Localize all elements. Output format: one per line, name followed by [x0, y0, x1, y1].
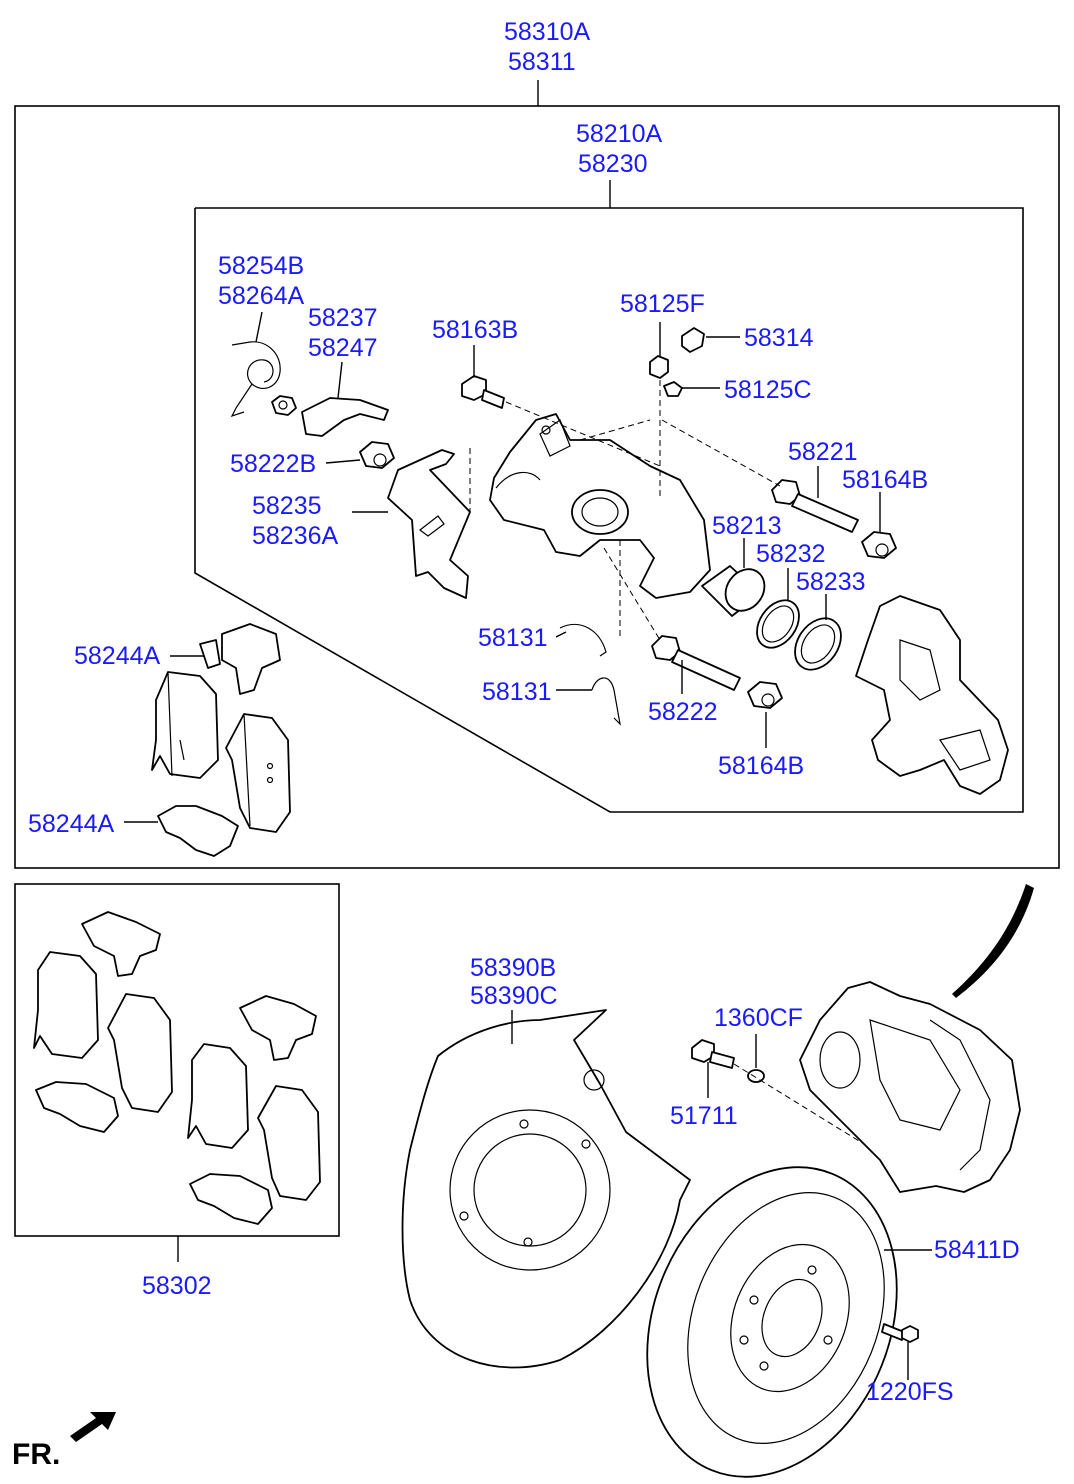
caliper-body-part: [489, 413, 711, 599]
boot-bushing-part: [325, 441, 395, 469]
pad-clip-lower: [124, 805, 239, 857]
piston-boot-part: [794, 594, 842, 671]
label-58237: 58237: [308, 304, 378, 332]
label-58236A: 58236A: [252, 522, 339, 550]
label-58244A-top: 58244A: [74, 642, 161, 670]
brake-disc-part: [646, 1166, 932, 1478]
guide-bolt-upper: [461, 345, 505, 409]
pad-kit-contents: [33, 911, 321, 1225]
label-1360CF: 1360CF: [714, 1004, 803, 1032]
label-1220FS: 1220FS: [866, 1378, 954, 1406]
label-58222B: 58222B: [230, 450, 316, 478]
label-58390B: 58390B: [470, 954, 556, 982]
anti-rattle-clip-upper: [555, 623, 607, 657]
small-bushing-part: [271, 395, 297, 416]
washer-part: [747, 1034, 765, 1083]
retainer-bracket-part: [301, 361, 389, 437]
bleeder-screw-part: [649, 322, 669, 379]
pin-boot-upper: [861, 492, 897, 559]
label-58411D: 58411D: [934, 1236, 1020, 1264]
assembled-caliper-part: [799, 981, 1021, 1193]
caliper-bolt-part: [691, 1039, 735, 1098]
label-58247: 58247: [308, 334, 378, 362]
caliper-inner-frame: [194, 207, 1024, 813]
front-direction-arrow-icon: [70, 1412, 116, 1442]
label-51711: 51711: [670, 1102, 738, 1130]
bleeder-clip-part: [663, 381, 720, 397]
dust-shield-part: [401, 1009, 691, 1369]
assembly-dashed-lines: [469, 380, 781, 641]
label-58210A: 58210A: [576, 120, 663, 148]
label-58213: 58213: [712, 512, 782, 540]
label-58164B-top: 58164B: [842, 466, 928, 494]
label-58254B: 58254B: [218, 252, 304, 280]
label-58163B: 58163B: [432, 316, 518, 344]
caliper-assembly-outer-frame: [14, 105, 1060, 869]
label-58230: 58230: [578, 150, 648, 178]
label-58222: 58222: [648, 698, 718, 726]
pad-kit-frame: [14, 883, 340, 1237]
label-58264A: 58264A: [218, 282, 305, 310]
direction-arc: [952, 884, 1034, 998]
brake-pads-assembly: [151, 671, 291, 833]
label-58314: 58314: [744, 324, 814, 352]
disc-screw-part: [881, 1323, 919, 1380]
carrier-bracket-part: [855, 595, 1009, 795]
piston-seal-part: [756, 568, 800, 649]
label-58244A-bottom: 58244A: [28, 810, 115, 838]
label-58131-lower: 58131: [482, 678, 552, 706]
label-58232: 58232: [756, 540, 826, 568]
label-58311: 58311: [508, 48, 576, 76]
label-58233: 58233: [796, 568, 866, 596]
mounting-plate-part: [352, 449, 471, 599]
spring-part: [230, 311, 281, 418]
piston-part: [701, 538, 766, 617]
label-58131-upper: 58131: [478, 624, 548, 652]
label-58302: 58302: [142, 1272, 212, 1300]
pad-clip-upper: [170, 623, 281, 695]
label-58221: 58221: [788, 438, 858, 466]
label-58164B-bottom: 58164B: [718, 752, 804, 780]
label-58125C: 58125C: [724, 376, 812, 404]
label-58125F: 58125F: [620, 290, 705, 318]
guide-pin-lower: [651, 635, 741, 694]
pin-boot-lower: [747, 681, 783, 748]
label-58390C: 58390C: [470, 982, 558, 1010]
label-58235: 58235: [252, 492, 322, 520]
front-direction-label: FR.: [12, 1438, 60, 1471]
bleeder-cap-part: [681, 327, 740, 353]
anti-rattle-clip-lower: [556, 677, 621, 726]
label-58310A: 58310A: [504, 18, 591, 46]
